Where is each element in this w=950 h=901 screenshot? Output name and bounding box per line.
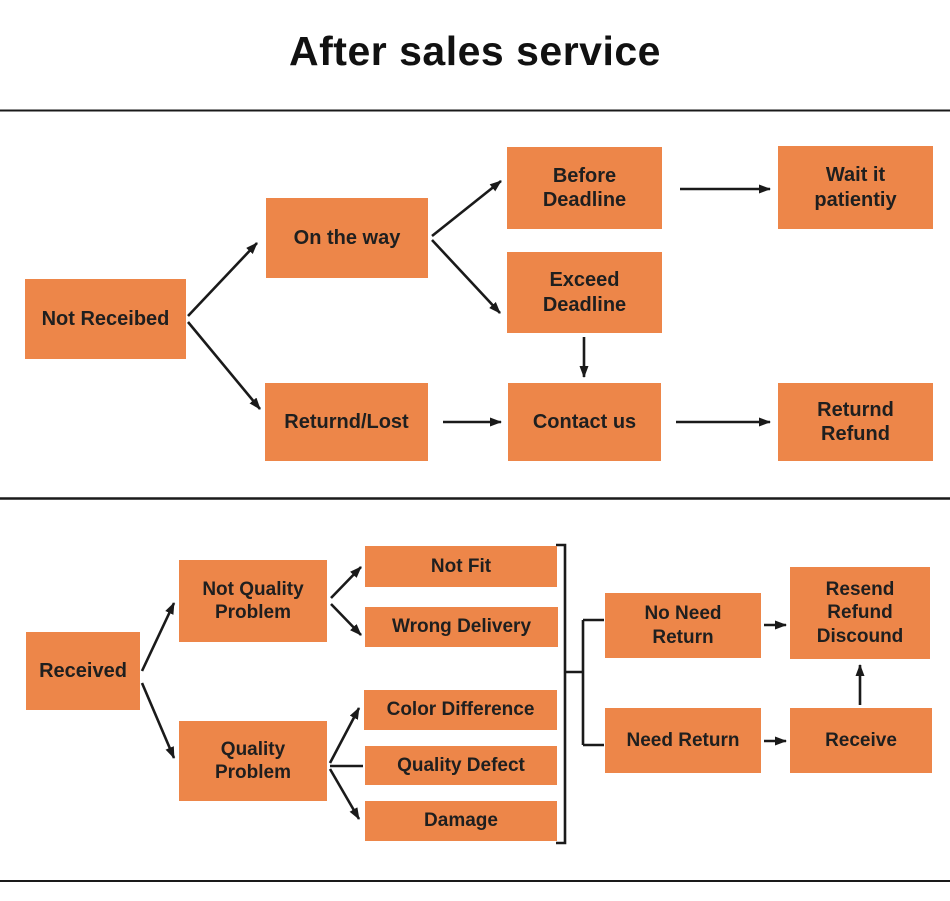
page-title: After sales service (289, 28, 661, 74)
node-not-fit: Not Fit (365, 546, 557, 587)
node-color-difference: Color Difference (364, 690, 557, 730)
node-returnd-lost: Returnd/Lost (265, 383, 428, 461)
node-received: Received (26, 632, 140, 710)
node-quality-problem: Quality Problem (179, 721, 327, 801)
node-contact-us: Contact us (508, 383, 661, 461)
node-quality-defect: Quality Defect (365, 746, 557, 785)
node-need-return: Need Return (605, 708, 761, 773)
node-returnd-refund: Returnd Refund (778, 383, 933, 461)
node-resend-refund-discound: Resend Refund Discound (790, 567, 930, 659)
arrow-received-to-quality (140, 682, 176, 759)
arrow-received-to-not-quality (140, 602, 176, 672)
node-receive: Receive (790, 708, 932, 773)
arrow-not-received-to-returnd-lost (186, 321, 262, 410)
node-wait-it-patiently: Wait it patientiy (778, 146, 933, 229)
node-on-the-way: On the way (266, 198, 428, 278)
node-damage: Damage (365, 801, 557, 841)
node-wrong-delivery: Wrong Delivery (365, 607, 558, 647)
node-not-received: Not Receibed (25, 279, 186, 359)
node-not-quality-problem: Not Quality Problem (179, 560, 327, 642)
group-bracket (556, 543, 567, 845)
node-exceed-deadline: Exceed Deadline (507, 252, 662, 333)
arrow-quality-to-damage (328, 768, 361, 820)
arrow-not-quality-to-wrong-delivery (330, 603, 362, 636)
node-no-need-return: No Need Return (605, 593, 761, 658)
arrow-not-quality-to-not-fit (330, 566, 362, 599)
node-before-deadline: Before Deadline (507, 147, 662, 229)
arrow-on-the-way-to-before-deadline (431, 179, 502, 238)
arrow-on-the-way-to-exceed-deadline (431, 239, 501, 314)
arrow-not-received-to-on-the-way (187, 242, 258, 317)
arrow-quality-to-color-difference (328, 707, 361, 764)
